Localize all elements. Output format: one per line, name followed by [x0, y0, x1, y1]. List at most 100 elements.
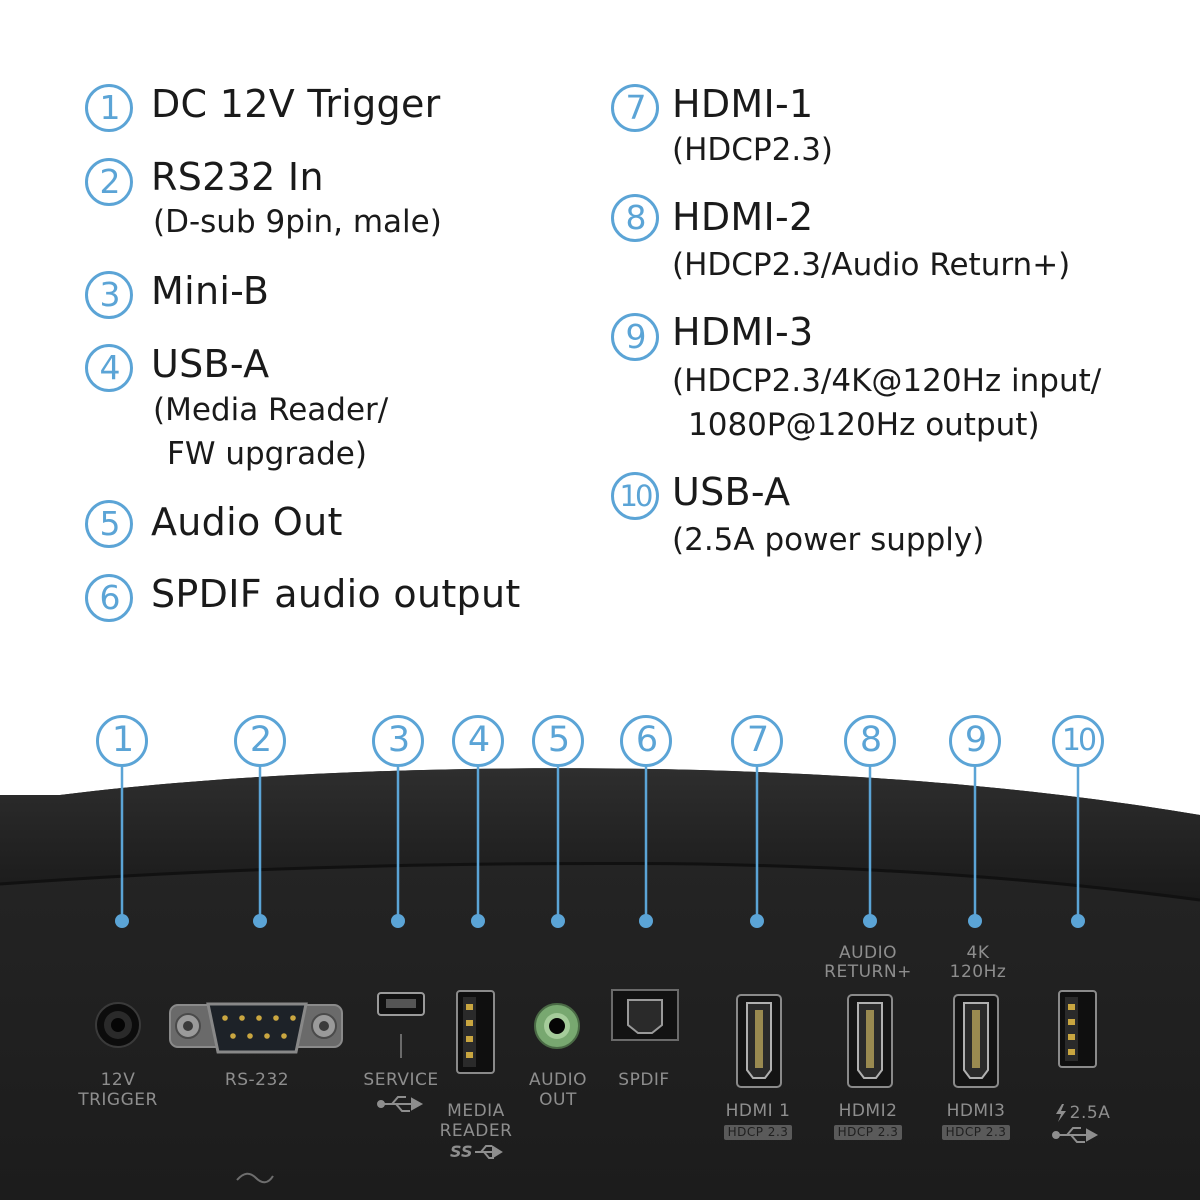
port-label-line: 12V [100, 1070, 136, 1090]
callout-9: 9 [949, 715, 1001, 767]
legend-title: SPDIF audio output [151, 572, 521, 616]
number-badge: 8 [611, 194, 659, 242]
port-label-12v-trigger: 12V TRIGGER [68, 1070, 168, 1110]
callout-3: 3 [372, 715, 424, 767]
number-badge: 10 [611, 472, 659, 520]
legend-title: Audio Out [151, 500, 343, 544]
legend-subtitle: (2.5A power supply) [672, 522, 985, 558]
legend-subtitle: (HDCP2.3) [672, 132, 834, 168]
spdif-port [611, 989, 679, 1041]
usb-icon [1052, 1127, 1099, 1143]
leader-dot-4 [471, 914, 485, 928]
legend-title: HDMI-1 [672, 82, 814, 126]
leader-dot-2 [253, 914, 267, 928]
hdmi2-top-label: AUDIO RETURN+ [818, 944, 918, 982]
mini-b-port [377, 992, 425, 1058]
power-bolt-icon [1056, 1104, 1066, 1122]
hdmi2-top-line1: AUDIO [838, 943, 898, 963]
hdmi-port-2 [847, 994, 893, 1088]
port-label-media-reader: MEDIA READER [426, 1101, 526, 1141]
legend-subtitle: 1080P@120Hz output) [688, 407, 1040, 443]
legend-subtitle: FW upgrade) [167, 436, 367, 472]
legend-subtitle: (HDCP2.3/4K@120Hz input/ [672, 363, 1102, 399]
port-label-hdmi1: HDMI 1 HDCP 2.3 [708, 1101, 808, 1141]
legend-title: HDMI-2 [672, 195, 814, 239]
leader-dot-10 [1071, 914, 1085, 928]
port-label-line: HDMI 1 [725, 1101, 791, 1121]
chassis-body [0, 768, 1200, 1200]
number-badge: 2 [85, 158, 133, 206]
callout-1: 1 [96, 715, 148, 767]
usb-icon [377, 1096, 424, 1112]
hdmi2-top-line2: RETURN+ [824, 962, 912, 982]
port-label-line: SERVICE [363, 1070, 439, 1090]
legend-subtitle: (Media Reader/ [153, 392, 389, 428]
callout-6: 6 [620, 715, 672, 767]
leader-dot-8 [863, 914, 877, 928]
number-badge: 3 [85, 271, 133, 319]
legend-title: HDMI-3 [672, 310, 814, 354]
port-label-line: TRIGGER [78, 1090, 158, 1110]
hdmi3-top-line2: 120Hz [949, 962, 1007, 982]
number-badge: 9 [611, 313, 659, 361]
callout-5: 5 [532, 715, 584, 767]
trigger-jack [95, 1002, 141, 1048]
number-badge: 6 [85, 574, 133, 622]
rs232-connector [169, 1002, 343, 1054]
leader-dots [115, 914, 1085, 928]
number-badge: 7 [611, 84, 659, 132]
port-label-hdmi3: HDMI3 HDCP 2.3 [926, 1101, 1026, 1141]
number-badge: 4 [85, 344, 133, 392]
legend-title: RS232 In [151, 155, 324, 199]
legend-subtitle: (D-sub 9pin, male) [153, 204, 442, 240]
port-label-line: AUDIO [528, 1070, 588, 1090]
legend-subtitle: (HDCP2.3/Audio Return+) [672, 247, 1071, 283]
callout-10: 10 [1052, 715, 1104, 767]
chassis-seam [0, 861, 1200, 902]
hdcp-badge: HDCP 2.3 [723, 1125, 793, 1140]
port-label-service: SERVICE [351, 1070, 451, 1090]
port-label-hdmi2: HDMI2 HDCP 2.3 [818, 1101, 918, 1141]
leader-dot-1 [115, 914, 129, 928]
port-label-line: HDMI2 [838, 1101, 898, 1121]
port-label-line: 2.5A [1069, 1103, 1111, 1123]
port-label-line: MEDIA [447, 1101, 505, 1121]
port-label-line: OUT [539, 1090, 577, 1110]
tilde-mark [236, 1172, 274, 1184]
leader-dot-5 [551, 914, 565, 928]
number-badge: 1 [85, 84, 133, 132]
usb-superspeed-icon: SS [450, 1142, 503, 1161]
port-label-line: SPDIF [618, 1070, 670, 1090]
hdmi-port-3 [953, 994, 999, 1088]
leader-dot-3 [391, 914, 405, 928]
legend-title: USB-A [151, 342, 270, 386]
audio-out-jack [534, 1003, 580, 1049]
port-label-spdif: SPDIF [594, 1070, 694, 1090]
hdcp-badge: HDCP 2.3 [833, 1125, 903, 1140]
callout-8: 8 [844, 715, 896, 767]
number-badge: 5 [85, 500, 133, 548]
callout-7: 7 [731, 715, 783, 767]
hdcp-badge: HDCP 2.3 [941, 1125, 1011, 1140]
legend-title: Mini-B [151, 269, 270, 313]
leader-dot-7 [750, 914, 764, 928]
usb-a-port-power [1058, 990, 1097, 1068]
hdmi3-top-line1: 4K [966, 943, 990, 963]
port-label-audio-out: AUDIO OUT [508, 1070, 608, 1110]
port-label-line: RS-232 [224, 1070, 290, 1090]
usb-a-port-media [456, 990, 495, 1074]
leader-dot-9 [968, 914, 982, 928]
callout-2: 2 [234, 715, 286, 767]
port-label-line: READER [439, 1121, 513, 1141]
leader-lines [120, 767, 1080, 917]
legend-title: DC 12V Trigger [151, 82, 441, 126]
legend-title: USB-A [672, 470, 791, 514]
port-label-rs232: RS-232 [207, 1070, 307, 1090]
svg-text:SS: SS [450, 1142, 472, 1161]
port-label-2-5a: 2.5A [1050, 1103, 1130, 1123]
hdmi3-top-label: 4K 120Hz [928, 944, 1028, 982]
callout-4: 4 [452, 715, 504, 767]
leader-dot-6 [639, 914, 653, 928]
port-label-line: HDMI3 [946, 1101, 1006, 1121]
